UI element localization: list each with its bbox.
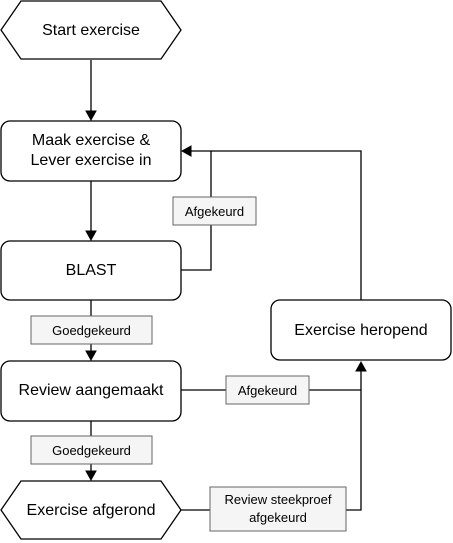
edge-label-approved-review: Goedgekeurd	[30, 435, 153, 465]
arrowhead-reopened	[355, 360, 367, 372]
node-make-exercise-label-line2: Lever exercise in	[31, 152, 152, 169]
node-blast-label: BLAST	[66, 262, 117, 279]
edge-label-rejected-review-text: Afgekeurd	[238, 383, 297, 398]
arrowhead-blast	[85, 230, 97, 242]
arrowhead-finished	[85, 470, 97, 482]
edge-label-rejected-blast-text: Afgekeurd	[185, 204, 244, 219]
edge-label-sample-rejected-line2: afgekeurd	[249, 510, 307, 525]
edge-reopened-to-make	[211, 150, 362, 300]
node-review: Review aangemaakt	[0, 360, 182, 422]
node-exercise-finished: Exercise afgerond	[0, 480, 182, 540]
arrowhead-make	[85, 110, 97, 122]
node-exercise-finished-label: Exercise afgerond	[27, 502, 156, 519]
node-start-exercise: Start exercise	[0, 0, 182, 60]
node-exercise-reopened-label: Exercise heropend	[294, 322, 427, 339]
edge-label-rejected-blast: Afgekeurd	[172, 196, 257, 226]
arrowhead-make-return	[180, 145, 192, 157]
edge-label-approved-review-text: Goedgekeurd	[52, 443, 131, 458]
edge-label-sample-rejected-line1: Review steekproef	[225, 492, 332, 507]
node-start-exercise-label: Start exercise	[42, 22, 140, 39]
node-blast: BLAST	[0, 240, 182, 301]
node-make-exercise: Maak exercise & Lever exercise in	[0, 120, 182, 182]
edge-label-approved-blast: Goedgekeurd	[30, 315, 153, 345]
node-review-label: Review aangemaakt	[19, 382, 165, 399]
edge-label-approved-blast-text: Goedgekeurd	[52, 323, 131, 338]
arrowhead-review	[85, 350, 97, 362]
node-exercise-reopened: Exercise heropend	[270, 299, 452, 361]
edge-label-rejected-review: Afgekeurd	[225, 375, 310, 405]
node-make-exercise-label-line1: Maak exercise &	[32, 132, 151, 149]
edge-label-sample-rejected: Review steekproef afgekeurd	[209, 486, 347, 532]
